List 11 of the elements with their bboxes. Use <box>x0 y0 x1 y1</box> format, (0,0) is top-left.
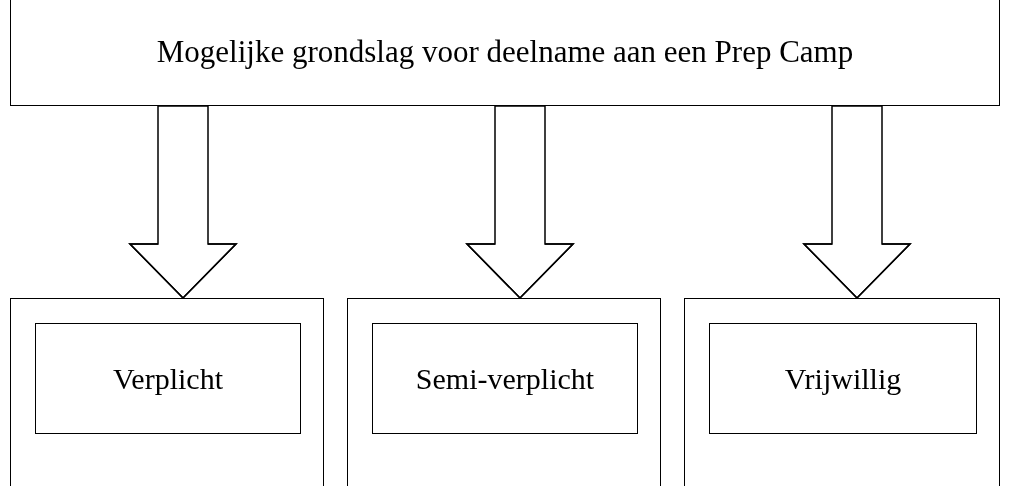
box-label: Vrijwillig <box>784 361 902 396</box>
container-box <box>10 298 324 486</box>
container-box <box>684 298 1000 486</box>
label-box <box>709 323 977 434</box>
box-label: Verplicht <box>113 361 223 396</box>
box-label: Semi-verplicht <box>415 361 595 396</box>
box-label: Mogelijke grondslag voor deelname aan een Prep Camp <box>156 34 854 70</box>
label-box <box>10 0 1000 106</box>
label-box <box>35 323 301 434</box>
label-box <box>372 323 638 434</box>
container-box <box>347 298 661 486</box>
